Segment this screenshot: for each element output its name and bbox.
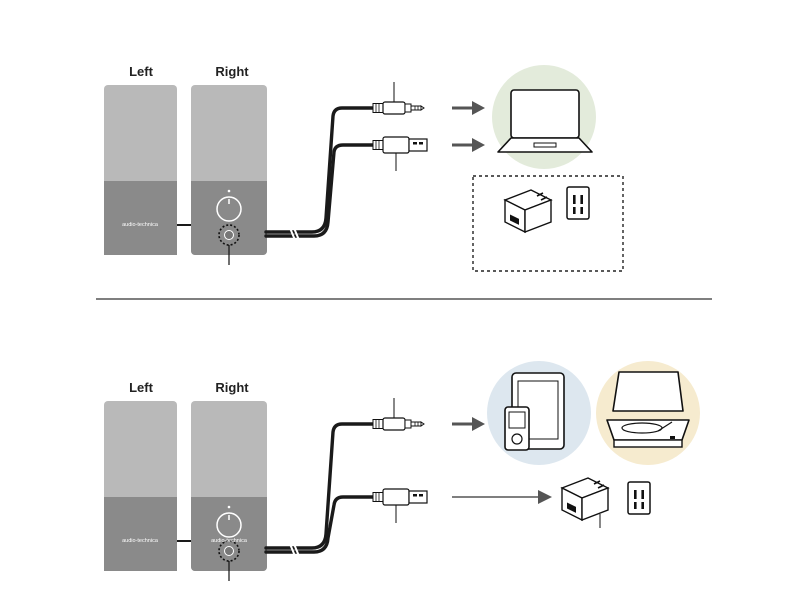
speaker-brand-logo-right: audio-technica (211, 538, 248, 544)
left-speaker-label: Left (129, 380, 154, 395)
cable-bundle (264, 106, 375, 238)
panel-2: Left Right audio-technica audio-technica (103, 361, 700, 582)
arrow-to-laptop (452, 101, 485, 115)
laptop-icon (497, 89, 593, 153)
mini-plug-connector (372, 398, 425, 431)
cable-bundle (264, 422, 375, 554)
speaker-brand-logo: audio-technica (122, 222, 159, 228)
cable-break-mark (289, 543, 300, 557)
optional-power-box (472, 175, 624, 272)
panel-1: Left Right audio-technica (103, 64, 624, 272)
speaker-pair: audio-technica audio-technica (103, 400, 268, 582)
turntable-icon (606, 371, 690, 448)
wall-outlet-icon (566, 186, 590, 220)
usb-power-adapter-icon (561, 477, 609, 528)
right-speaker-label: Right (215, 64, 249, 79)
right-speaker-label: Right (215, 380, 249, 395)
speaker-pair: audio-technica (103, 84, 268, 266)
cable-break-mark (289, 227, 300, 241)
usb-connector (372, 488, 428, 523)
arrow-to-devices (452, 417, 485, 431)
usb-connector (372, 136, 428, 171)
mini-plug-connector (372, 82, 425, 115)
arrow-to-laptop-usb (452, 138, 485, 152)
arrow-to-power-adapter (452, 490, 552, 504)
usb-power-adapter-icon (504, 189, 552, 233)
wall-outlet-icon (627, 481, 651, 515)
portable-music-player-icon (504, 406, 530, 451)
speaker-brand-logo: audio-technica (122, 538, 159, 544)
left-speaker-label: Left (129, 64, 154, 79)
